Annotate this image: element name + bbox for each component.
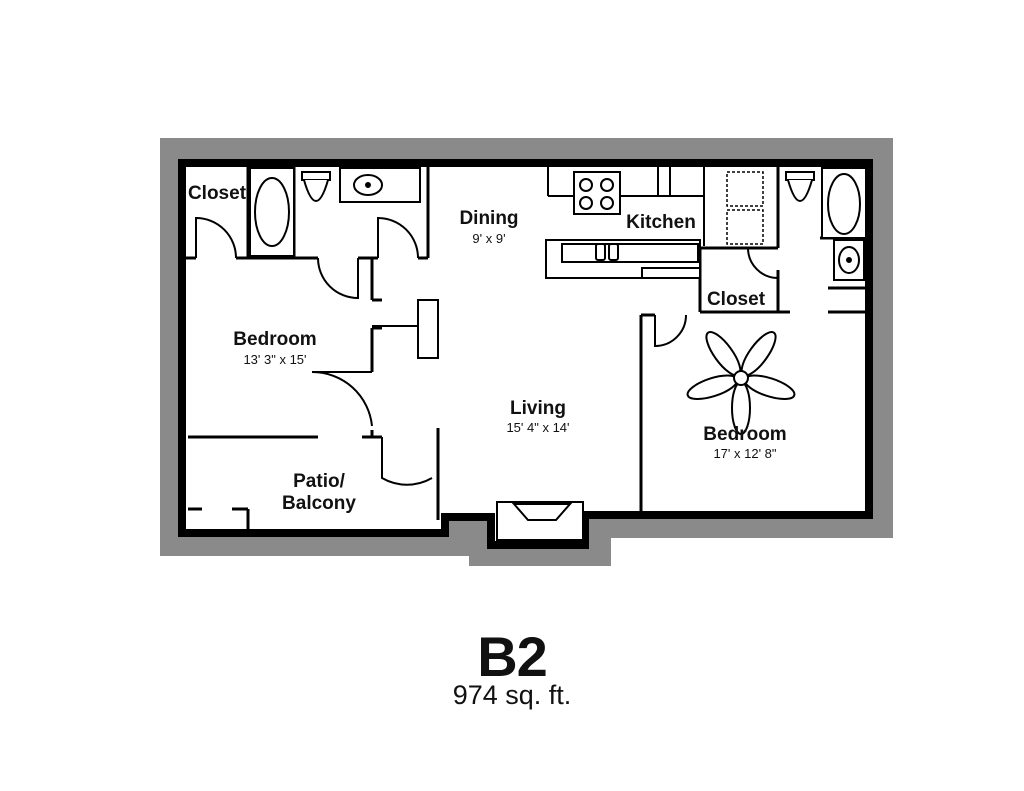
room-label-patio-line2: Balcony <box>282 493 356 514</box>
room-label-kitchen: Kitchen <box>626 212 696 233</box>
sink-icon <box>339 167 421 203</box>
bathtub-icon <box>249 167 295 257</box>
room-label-dining: Dining <box>459 208 518 229</box>
unit-name: B2 <box>477 625 548 688</box>
kitchen-sink-icon <box>595 243 619 261</box>
room-label-patio-line1: Patio/ <box>293 471 345 492</box>
room-size-living: 15' 4" x 14' <box>506 420 569 435</box>
room-size-dining: 9' x 9' <box>472 231 505 246</box>
refrigerator-icon <box>726 171 764 245</box>
room-label-closet-right: Closet <box>707 289 766 310</box>
closet-shelf <box>372 299 439 359</box>
outer-walls <box>178 159 873 549</box>
stove-icon <box>579 178 614 210</box>
kitchen-counter <box>545 166 705 279</box>
fireplace-icon <box>496 501 584 541</box>
room-label-living: Living <box>510 398 566 419</box>
unit-area: 974 sq. ft. <box>452 680 572 710</box>
room-label-bedroom-right: Bedroom <box>703 424 786 445</box>
room-size-bedroom-left: 13' 3" x 15' <box>243 352 306 367</box>
room-label-bedroom-left: Bedroom <box>233 329 316 350</box>
room-size-bedroom-right: 17' x 12' 8" <box>713 446 776 461</box>
sink-icon <box>833 239 865 281</box>
toilet-icon <box>301 171 331 202</box>
bathtub-icon <box>821 167 867 239</box>
door-swing-icon <box>195 216 779 486</box>
ceiling-fan-icon <box>686 331 796 435</box>
room-label-closet-left: Closet <box>188 183 247 204</box>
toilet-icon <box>785 171 815 202</box>
